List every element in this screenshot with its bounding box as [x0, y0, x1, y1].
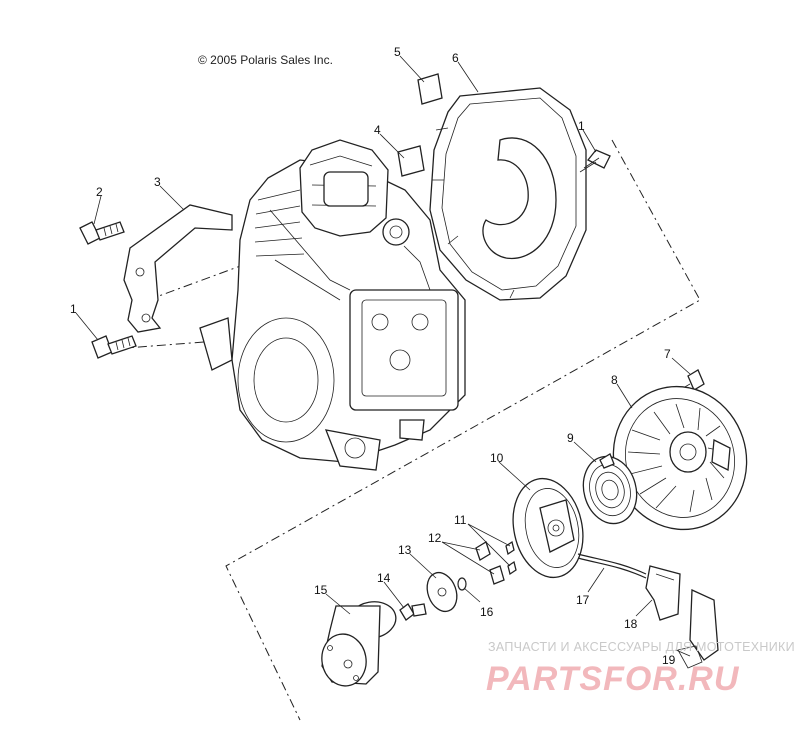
callout-6: 6: [452, 51, 459, 65]
bolt-part-2: [79, 221, 125, 245]
callout-4: 4: [374, 123, 381, 137]
callout-15: 15: [314, 583, 328, 597]
fan-shroud-part-6: [429, 87, 587, 301]
pulley-part-10: [512, 477, 584, 579]
callout-16: 16: [480, 605, 494, 619]
bolt-part-1-right: [579, 149, 611, 173]
callout-9: 9: [567, 431, 574, 445]
callout-8: 8: [611, 373, 618, 387]
callout-5: 5: [394, 45, 401, 59]
callout-1-right: 1: [578, 119, 585, 133]
pawls-part-12: [475, 541, 505, 585]
handle-insert-part-19: [677, 589, 719, 669]
starter-rope-part-17: [577, 553, 647, 579]
callout-13: 13: [398, 543, 412, 557]
cam-part-13: [426, 571, 458, 613]
decal-part-5: [417, 73, 443, 105]
pins-part-11: [505, 540, 517, 576]
bolt-part-14: [399, 603, 427, 621]
callout-labels: 2 3 1 4 5 6 1 7 8 9 10 11 12 13 14 15 16…: [70, 45, 676, 667]
copyright-text: © 2005 Polaris Sales Inc.: [198, 53, 333, 67]
clip-part-16: [457, 577, 467, 591]
starter-cup-part-15: [321, 601, 397, 687]
callout-2: 2: [96, 185, 103, 199]
watermark-tagline: ЗАПЧАСТИ И АКСЕССУАРЫ ДЛЯ МОТОТЕХНИКИ: [488, 640, 795, 654]
callout-3: 3: [154, 175, 161, 189]
recoil-spring-part-9: [582, 453, 638, 525]
recoil-housing-part-8: [612, 385, 748, 531]
handle-part-18: [645, 565, 681, 621]
watermark: ЗАПЧАСТИ И АКСЕССУАРЫ ДЛЯ МОТОТЕХНИКИ PA…: [486, 640, 795, 698]
callout-14: 14: [377, 571, 391, 585]
leader-lines: [75, 55, 691, 657]
callout-17: 17: [576, 593, 590, 607]
callout-7: 7: [664, 347, 671, 361]
callout-10: 10: [490, 451, 504, 465]
bolt-part-1-left: [91, 335, 137, 359]
callout-12: 12: [428, 531, 442, 545]
engine-block: [199, 139, 466, 471]
callout-11: 11: [454, 513, 467, 527]
bracket-part-3: [123, 204, 233, 333]
callout-19: 19: [662, 653, 676, 667]
callout-18: 18: [624, 617, 638, 631]
callout-1-left: 1: [70, 302, 77, 316]
decal-part-4: [397, 145, 425, 177]
watermark-brand: PARTSFOR.RU: [486, 660, 740, 698]
